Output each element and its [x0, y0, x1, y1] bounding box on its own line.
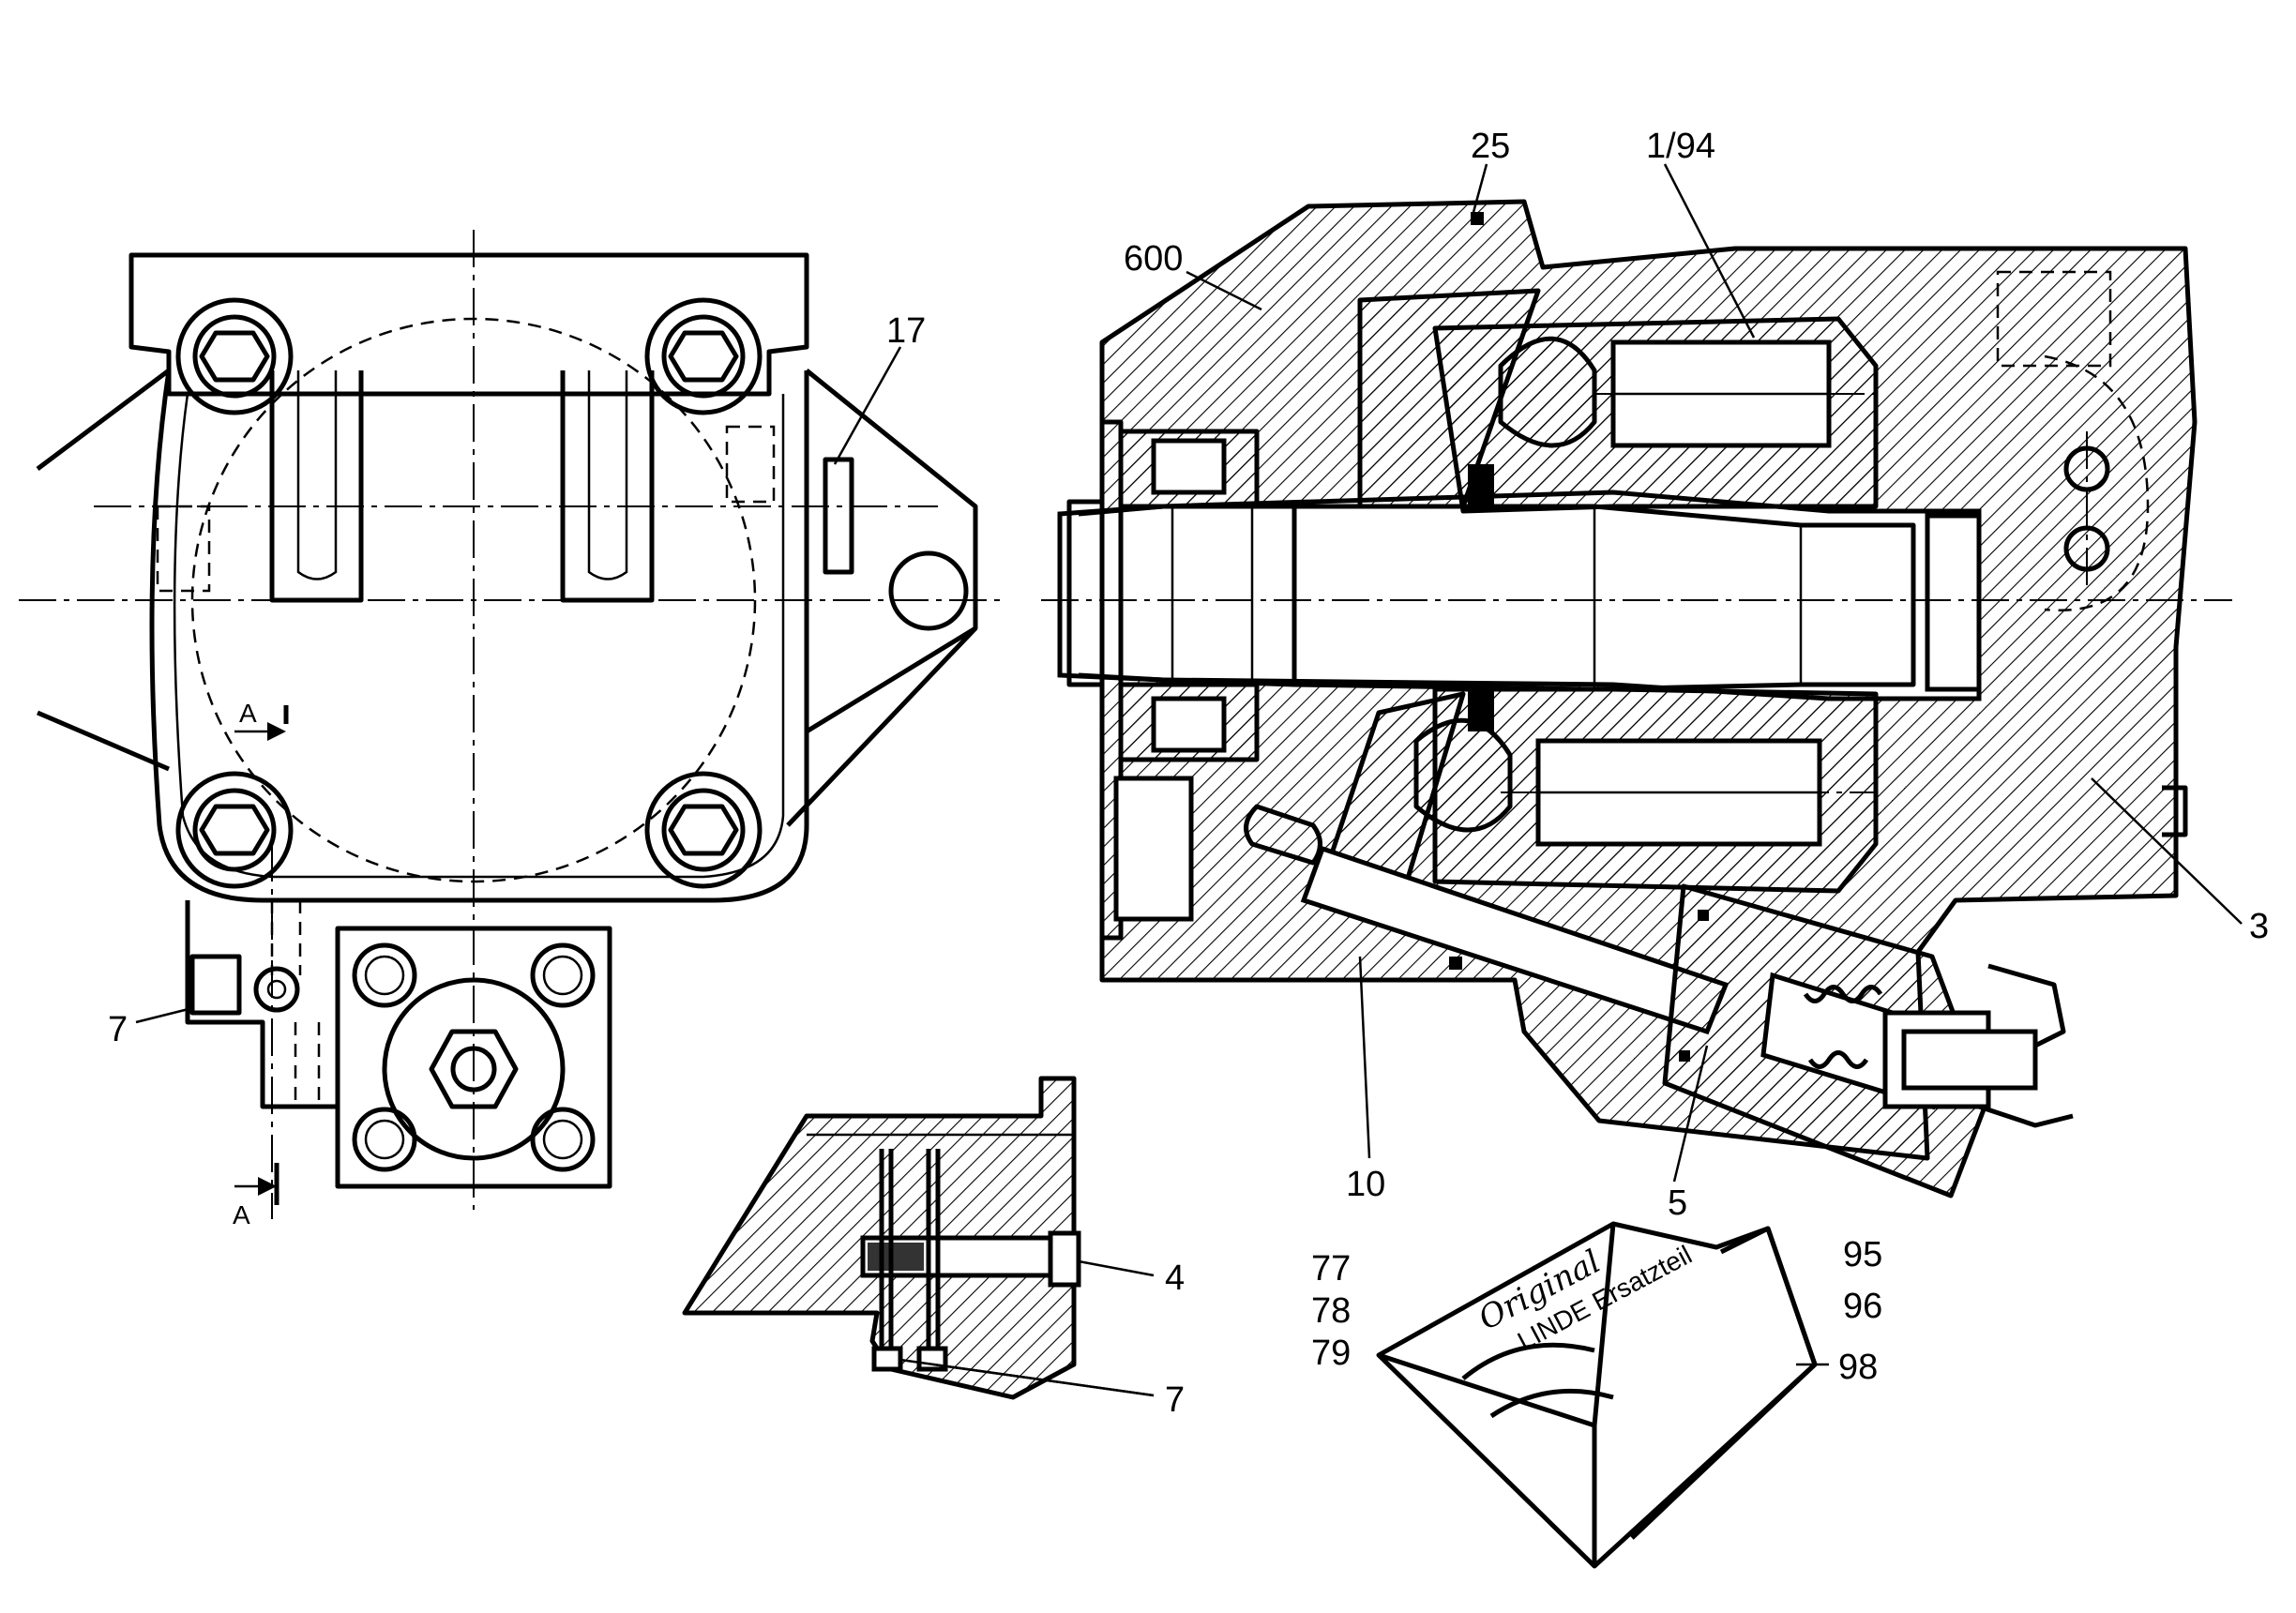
label-25: 25	[1471, 127, 1510, 166]
section-label-a-bottom: A	[233, 1200, 250, 1229]
part-labels: 25 1/94 600 17 3 7 10 5 4 7 77 78 79 95 …	[108, 127, 2269, 1420]
bolt-bottom-left	[175, 771, 294, 889]
label-78: 78	[1311, 1291, 1351, 1331]
section-marker-bottom: A	[233, 1163, 279, 1229]
label-17: 17	[886, 311, 926, 351]
bolt-bottom-right	[644, 771, 763, 889]
label-4: 4	[1165, 1259, 1185, 1298]
label-77: 77	[1311, 1249, 1351, 1289]
section-view	[1041, 199, 2232, 1198]
detail-section-a	[682, 1076, 1081, 1400]
label-95: 95	[1843, 1235, 1882, 1274]
label-96: 96	[1843, 1287, 1882, 1326]
label-10: 10	[1346, 1165, 1385, 1204]
front-view: A A	[19, 230, 1004, 1229]
label-3: 3	[2249, 907, 2269, 946]
label-7-left: 7	[108, 1010, 128, 1049]
spare-part-package: Original LINDE Ersatzteil	[1376, 1221, 1818, 1569]
bolt-top-right	[644, 297, 763, 415]
section-marker-top: A	[234, 699, 289, 741]
label-98: 98	[1838, 1348, 1878, 1387]
label-5: 5	[1668, 1183, 1687, 1223]
label-7-detail: 7	[1165, 1380, 1185, 1420]
label-79: 79	[1311, 1334, 1351, 1373]
bolt-top-left	[175, 297, 294, 415]
section-label-a-top: A	[239, 699, 257, 728]
label-600: 600	[1124, 239, 1183, 279]
label-1-94: 1/94	[1646, 127, 1715, 166]
leader-lines	[135, 163, 2243, 1397]
